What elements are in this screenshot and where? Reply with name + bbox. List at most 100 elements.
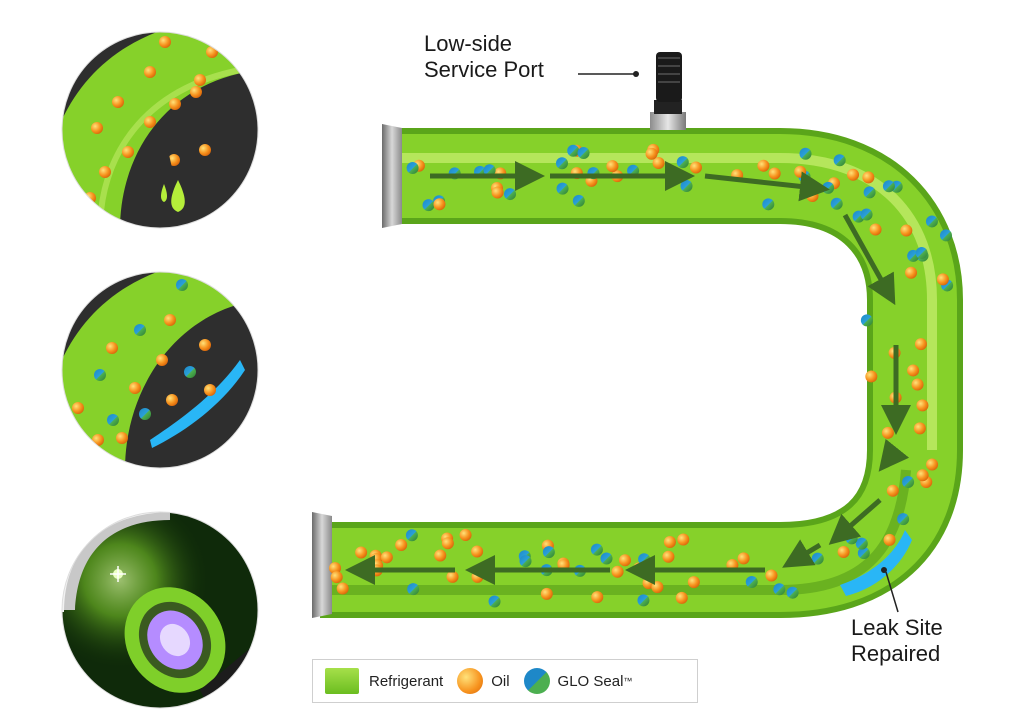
oil-particle [914, 338, 927, 351]
oil-particle [204, 384, 216, 396]
oil-particle [689, 161, 702, 174]
glo-seal-particle [567, 144, 580, 157]
oil-particle [91, 122, 103, 134]
oil-particle [905, 266, 918, 279]
oil-particle [491, 186, 504, 199]
oil-particle [651, 581, 664, 594]
glo-seal-particle [422, 199, 435, 212]
oil-particle [652, 156, 665, 169]
glo-seal-particle [762, 198, 775, 211]
uv-flashlight-icon [124, 587, 258, 708]
oil-particle [159, 36, 171, 48]
oil-particle [886, 484, 899, 497]
oil-particle [936, 273, 949, 286]
oil-particle [330, 571, 343, 584]
legend-label-oil: Oil [491, 672, 510, 690]
leak-site-label: Leak Site Repaired [851, 615, 943, 666]
flow-arrows [345, 161, 911, 585]
oil-particle [591, 591, 604, 604]
oil-particle [166, 394, 178, 406]
glo-seal-particle [637, 594, 650, 607]
oil-particle [433, 198, 446, 211]
glo-seal-dot-icon [523, 668, 550, 694]
glo-seal-particle [773, 583, 786, 596]
flow-arrow-icon [782, 539, 822, 568]
oil-particle [881, 426, 894, 439]
glo-seal-particle [176, 279, 188, 291]
oil-particle [168, 154, 180, 166]
leak-drop-icon [171, 180, 185, 212]
legend-label-refrigerant: Refrigerant [369, 672, 444, 690]
glo-seal-particle [902, 475, 915, 488]
oil-particle [913, 422, 926, 435]
glo-seal-particle [488, 595, 501, 608]
glo-seal-particle [863, 186, 876, 199]
oil-particle [329, 562, 342, 575]
legend-item-refrigerant: Refrigerant [325, 668, 443, 694]
glo-seal-particle [680, 179, 693, 192]
oil-particle [611, 565, 624, 578]
oil-particle [687, 576, 700, 589]
oil-particle [169, 98, 181, 110]
service-port-valve-icon [650, 52, 686, 130]
glo-seal-particle [139, 408, 151, 420]
oil-particle [862, 171, 875, 184]
glo-seal-particle [542, 546, 555, 559]
oil-particle [619, 554, 632, 567]
oil-particle [129, 382, 141, 394]
oil-particle [144, 116, 156, 128]
oil-particle [72, 402, 84, 414]
inset-leak-sealed [62, 272, 258, 468]
pipe-end-bottom [312, 512, 332, 618]
glo-seal-particle [799, 147, 812, 160]
oil-particle [336, 582, 349, 595]
glo-seal-particle [845, 532, 858, 545]
oil-particle [768, 167, 781, 180]
oil-particle [737, 552, 750, 565]
oil-particle [434, 549, 447, 562]
oil-particle [194, 74, 206, 86]
oil-particle [459, 529, 472, 542]
oil-particle [757, 159, 770, 172]
glo-seal-particle [519, 555, 532, 568]
glo-seal-particle [786, 586, 799, 599]
oil-particle [907, 364, 920, 377]
glo-seal-particle [572, 194, 585, 207]
oil-particle [355, 546, 368, 559]
oil-particle [116, 432, 128, 444]
glo-seal-particle [134, 324, 146, 336]
oil-particle [847, 168, 860, 181]
flow-arrow-icon [878, 438, 910, 472]
trademark-symbol: ™ [623, 676, 633, 686]
oil-particle [206, 46, 218, 58]
flow-arrow-icon [842, 213, 896, 306]
oil-particle [606, 160, 619, 173]
oil-particle [99, 166, 111, 178]
glo-seal-particle [184, 366, 196, 378]
legend-label-glo-seal: GLO Seal [557, 672, 624, 690]
oil-particle [865, 370, 878, 383]
glo-seal-particle [556, 157, 569, 170]
legend-item-oil: Oil [457, 668, 510, 694]
glo-seal-particle [107, 414, 119, 426]
oil-particle [199, 144, 211, 156]
oil-particle [156, 354, 168, 366]
leak-site-leader [885, 571, 899, 613]
glo-seal-particle [811, 552, 824, 565]
oil-particle [380, 551, 393, 564]
glo-seal-particle [860, 314, 873, 327]
oil-particle [916, 469, 929, 482]
glo-seal-particle [745, 575, 758, 588]
oil-particle [869, 223, 882, 236]
oil-particle [112, 96, 124, 108]
oil-particle [164, 314, 176, 326]
oil-particle [677, 533, 690, 546]
oil-particle [471, 570, 484, 583]
oil-particle [794, 165, 807, 178]
refrigerant-swatch-icon [325, 668, 359, 694]
glo-seal-particle [897, 513, 910, 526]
glo-seal-particle [600, 552, 613, 565]
oil-particle [926, 458, 939, 471]
